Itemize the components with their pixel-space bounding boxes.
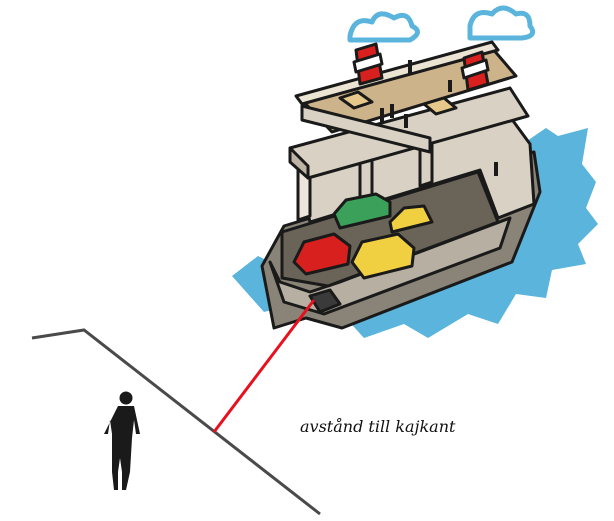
distance-line (214, 300, 314, 432)
distance-caption: avstånd till kajkant (300, 417, 455, 436)
person-silhouette-icon (104, 392, 140, 491)
quay-edge (32, 330, 320, 514)
smoke-cloud-icon (350, 8, 533, 40)
